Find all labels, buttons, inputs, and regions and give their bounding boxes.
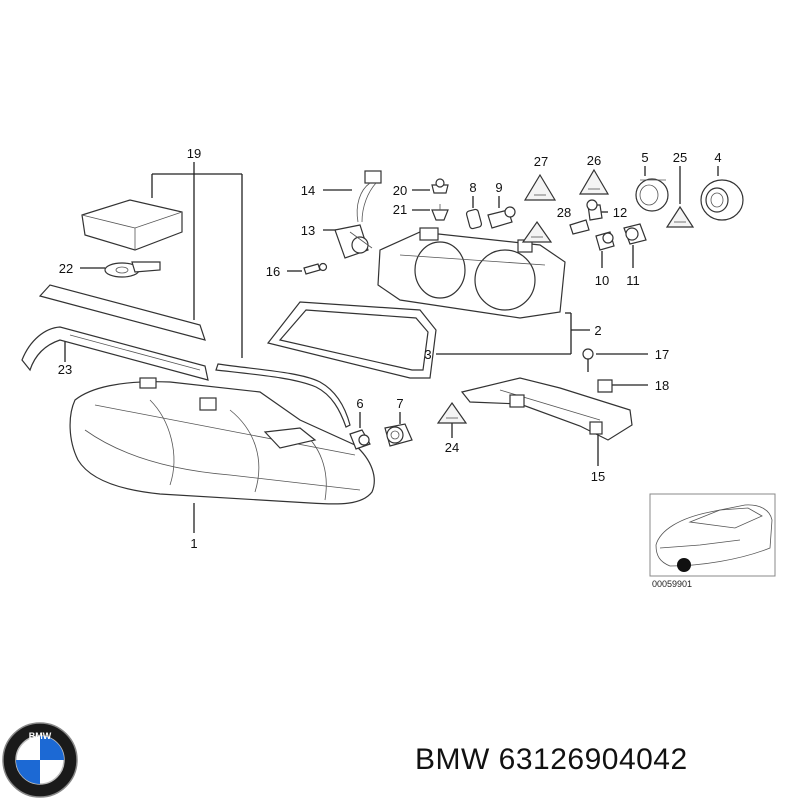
warning-label-28-part [521,220,553,243]
callout-9: 9 [495,180,502,195]
warning-label-25-part [665,205,695,228]
callout-11: 11 [626,273,640,288]
callout-1: 1 [190,536,197,551]
callout-6: 6 [356,396,363,411]
callout-17: 17 [655,347,669,362]
callout-labels: 1 2 3 4 5 6 7 8 9 10 11 12 13 14 15 16 1… [58,146,722,551]
inset-code: 00059901 [652,579,692,589]
callout-19: 19 [187,146,201,161]
callout-12: 12 [613,205,627,220]
clip-21-part [431,204,449,221]
brand-part-number: BMW 63126904042 [415,743,688,776]
bulb-9-part [487,206,516,229]
bulb-8-part [465,208,483,230]
callout-25: 25 [673,150,687,165]
bracket-22-part [104,261,161,278]
bulb-holder-13-part [334,224,373,259]
screw-16-part [303,262,328,275]
clip-20-part [431,178,449,194]
seal-strip-part [215,363,351,428]
reflector-assembly-part [377,227,566,319]
socket-7-part [384,423,413,447]
warning-label-27-part [523,173,557,201]
gasket-frame-part [266,301,437,379]
bmw-logo: BMW [2,722,78,798]
callout-26: 26 [587,153,601,168]
callout-10: 10 [595,273,609,288]
callout-24: 24 [445,440,459,455]
callout-28: 28 [557,205,571,220]
callout-8: 8 [469,180,476,195]
callout-13: 13 [301,223,315,238]
socket-12-part [586,199,603,221]
callout-22: 22 [59,261,73,276]
headlight-housing-part [69,377,375,505]
mounting-bracket-15-part [460,377,633,441]
callout-20: 20 [393,183,407,198]
leader-lines [64,162,719,533]
location-inset: 00059901 [649,493,776,589]
cap-4-part [700,179,744,221]
callout-3: 3 [424,347,431,362]
callout-15: 15 [591,469,605,484]
bulb-28-small-part [569,219,590,235]
callout-5: 5 [641,150,648,165]
cap-5-part [635,178,669,212]
warning-label-24-part [436,401,468,424]
callout-4: 4 [714,150,721,165]
warning-label-26-part [578,168,610,195]
callout-14: 14 [301,183,315,198]
trim-kit-box-part [81,199,183,251]
socket-11-part [623,223,647,245]
screw-17-part [582,348,594,372]
callout-18: 18 [655,378,669,393]
callout-7: 7 [396,396,403,411]
trim-strip-upper-part [38,284,206,341]
callout-21: 21 [393,202,407,217]
callout-27: 27 [534,154,548,169]
connector-14-part [356,170,382,223]
callout-23: 23 [58,362,72,377]
socket-10-part [595,231,615,251]
callout-2: 2 [594,323,601,338]
nut-18-part [597,379,613,393]
trim-strip-23-part [21,326,209,381]
callout-16: 16 [266,264,280,279]
logo-lettering: BMW [29,731,52,741]
bulb-6-part [349,429,371,450]
